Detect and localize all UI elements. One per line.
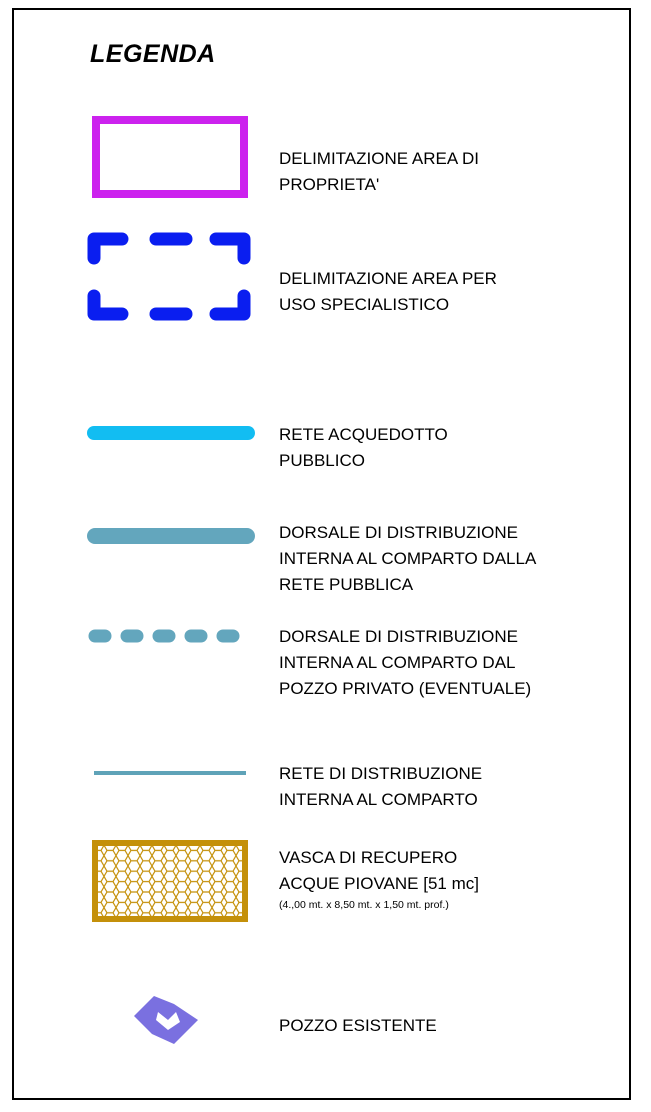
- label-line: DELIMITAZIONE AREA DI: [279, 149, 479, 168]
- label-line: RETE DI DISTRIBUZIONE: [279, 764, 483, 783]
- label-line: INTERNA AL COMPARTO DAL: [279, 653, 516, 672]
- label-line: RETE PUBBLICA: [279, 575, 414, 594]
- legend-item-public-aqueduct: RETE ACQUEDOTTO PUBBLICO: [279, 422, 448, 474]
- label-line: RETE ACQUEDOTTO: [279, 425, 448, 444]
- legend-item-existing-well: POZZO ESISTENTE: [279, 1013, 437, 1039]
- public-aqueduct-symbol: [86, 425, 256, 441]
- label-line: INTERNA AL COMPARTO: [279, 790, 478, 809]
- legend-frame: [12, 8, 631, 1100]
- legend-item-rainwater-tank: VASCA DI RECUPERO ACQUE PIOVANE [51 mc] …: [279, 845, 479, 913]
- label-line: INTERNA AL COMPARTO DALLA: [279, 549, 537, 568]
- specialist-area-symbol: [86, 230, 256, 324]
- legend-item-internal-network: RETE DI DISTRIBUZIONE INTERNA AL COMPART…: [279, 761, 482, 813]
- legend-item-private-well-line: DORSALE DI DISTRIBUZIONE INTERNA AL COMP…: [279, 624, 531, 702]
- label-line: POZZO PRIVATO (EVENTUALE): [279, 679, 532, 698]
- rainwater-tank-symbol: [92, 840, 248, 922]
- internal-network-symbol: [90, 768, 250, 778]
- label-line: PROPRIETA': [279, 175, 380, 194]
- tank-dimensions-note: (4.,00 mt. x 8,50 mt. x 1,50 mt. prof.): [279, 899, 449, 911]
- label-line: ACQUE PIOVANE [51 mc]: [279, 874, 479, 893]
- private-well-line-symbol: [86, 628, 256, 644]
- legend-item-property-boundary: DELIMITAZIONE AREA DI PROPRIETA': [279, 146, 479, 198]
- label-line: DORSALE DI DISTRIBUZIONE: [279, 523, 518, 542]
- legend-item-public-main-line: DORSALE DI DISTRIBUZIONE INTERNA AL COMP…: [279, 520, 536, 598]
- label-line: POZZO ESISTENTE: [279, 1016, 437, 1035]
- label-line: PUBBLICO: [279, 451, 365, 470]
- property-boundary-symbol: [92, 116, 248, 198]
- public-main-line-symbol: [86, 527, 256, 545]
- label-line: DELIMITAZIONE AREA PER: [279, 269, 497, 288]
- existing-well-symbol: [128, 990, 208, 1054]
- label-line: DORSALE DI DISTRIBUZIONE: [279, 627, 518, 646]
- label-line: USO SPECIALISTICO: [279, 295, 450, 314]
- legend-title: LEGENDA: [90, 40, 216, 68]
- legend-item-specialist-area: DELIMITAZIONE AREA PER USO SPECIALISTICO: [279, 266, 497, 318]
- label-line: VASCA DI RECUPERO: [279, 848, 458, 867]
